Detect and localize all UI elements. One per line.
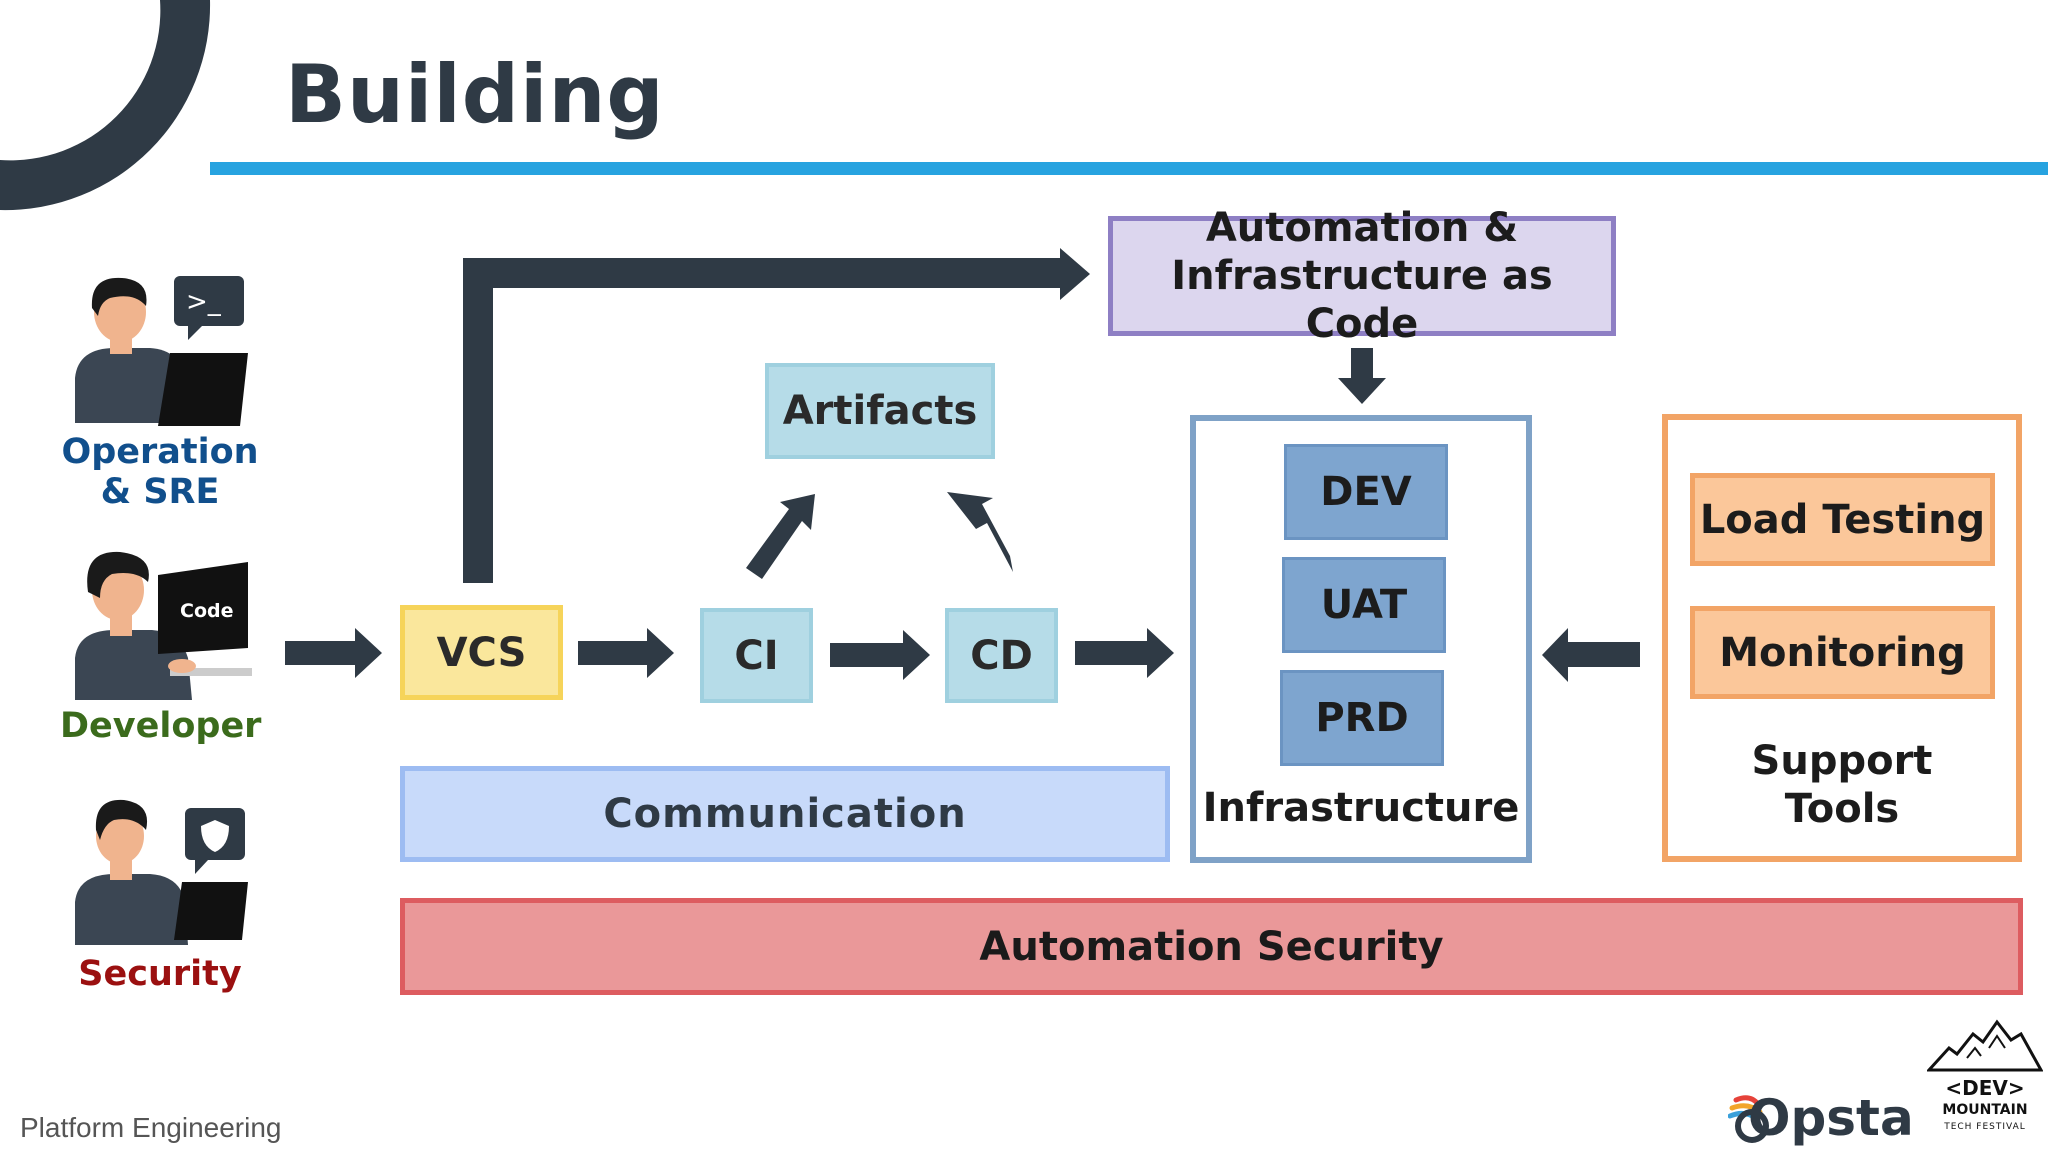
ci-box: CI	[700, 608, 813, 703]
infrastructure-label: Infrastructure	[1202, 785, 1520, 831]
operator-figure-icon: >_	[75, 276, 248, 426]
artifacts-box: Artifacts	[765, 363, 995, 459]
mountain-icon	[1927, 1019, 2043, 1072]
arrow-automation-to-infra	[1338, 348, 1386, 404]
role-operation-sre-label: Operation & SRE	[60, 432, 260, 512]
env-prd-box: PRD	[1280, 670, 1444, 766]
footer-platform-engineering: Platform Engineering	[20, 1112, 282, 1143]
automation-iac-box: Automation & Infrastructure as Code	[1108, 205, 1616, 347]
support-label-line1: Support	[1751, 738, 1933, 784]
opsta-wordmark: Opsta	[1748, 1089, 1914, 1147]
arrow-ci-to-artifacts	[746, 494, 815, 579]
arrow-ci-to-cd	[830, 630, 930, 680]
dev-mountain-logo: <DEV> MOUNTAIN TECH FESTIVAL	[1925, 1018, 2045, 1148]
automation-line1: Automation &	[1205, 205, 1519, 251]
vcs-box: VCS	[400, 605, 563, 700]
arrow-dev-to-vcs	[285, 628, 382, 678]
arrow-vcs-to-automation	[463, 248, 1090, 583]
arrow-cd-to-artifacts	[947, 492, 1013, 572]
arrow-cd-to-infra	[1075, 628, 1174, 678]
role-operation-line1: Operation	[61, 432, 259, 472]
developer-figure-icon: Code	[75, 551, 252, 700]
title-underline	[210, 162, 2048, 175]
security-figure-icon	[75, 799, 248, 945]
dev-mountain-line1: <DEV>	[1945, 1076, 2025, 1100]
monitoring-box: Monitoring	[1690, 606, 1995, 699]
automation-line2: Infrastructure as Code	[1171, 253, 1553, 347]
dev-mountain-line3: TECH FESTIVAL	[1944, 1122, 2026, 1132]
support-tools-label: Support Tools	[1668, 735, 2016, 835]
code-screen-text: Code	[180, 600, 233, 622]
role-operation-line2: & SRE	[100, 472, 220, 512]
cd-box: CD	[945, 608, 1058, 703]
opsta-swirl-icon	[1728, 1095, 1769, 1143]
opsta-logo: Opsta	[1728, 1088, 1914, 1148]
automation-security-box: Automation Security	[400, 898, 2023, 995]
support-label-line2: Tools	[1784, 786, 1900, 832]
env-dev-box: DEV	[1284, 444, 1448, 540]
arrow-vcs-to-ci	[578, 628, 674, 678]
arrow-support-to-infra	[1542, 628, 1640, 682]
terminal-prompt-text: >_	[186, 287, 222, 317]
env-uat-box: UAT	[1282, 557, 1446, 653]
dev-mountain-line2: MOUNTAIN	[1942, 1102, 2028, 1118]
slide-title: Building	[285, 48, 665, 141]
corner-arc-decoration	[0, 0, 211, 211]
role-developer-label: Developer	[60, 706, 262, 746]
load-testing-box: Load Testing	[1690, 473, 1995, 566]
communication-box: Communication	[400, 766, 1170, 862]
role-security-label: Security	[78, 954, 242, 994]
